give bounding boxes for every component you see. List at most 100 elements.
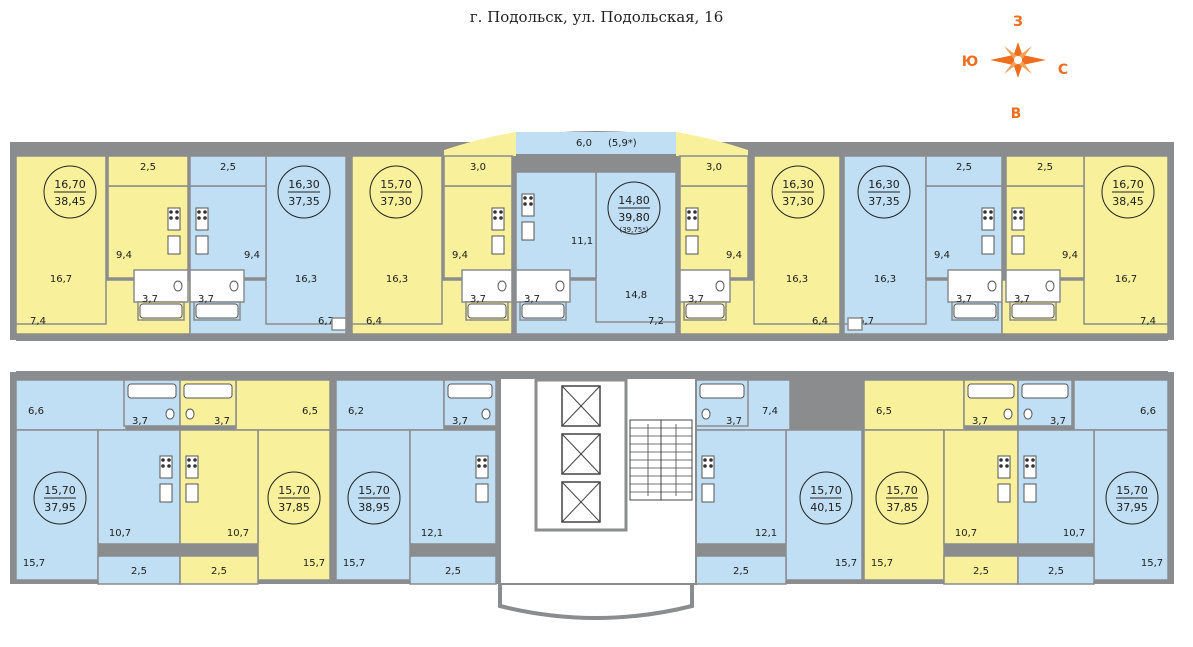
- balcony-area-label: 2,5: [131, 566, 147, 577]
- balcony: [679, 155, 749, 187]
- hall-area-label: 6,7: [858, 316, 874, 327]
- hallway: [1073, 379, 1169, 431]
- sink-icon: [195, 235, 209, 255]
- compass-north-label: З: [1013, 14, 1023, 30]
- bathroom-area-label: 3,7: [726, 416, 742, 427]
- bathtub-icon: [967, 383, 1015, 399]
- total-area-label: 37,85: [278, 501, 310, 514]
- apartment-area-card: 15,70 40,15: [799, 471, 853, 525]
- total-area-label: 38,45: [54, 195, 86, 208]
- kitchen-area-label: 10,7: [227, 528, 249, 539]
- sink-icon: [1011, 235, 1025, 255]
- balcony: [189, 155, 267, 187]
- bathroom-area-label: 3,7: [524, 294, 540, 305]
- balcony: [443, 155, 513, 187]
- total-area-label: 37,95: [1116, 501, 1148, 514]
- balcony-area-label: 2,5: [733, 566, 749, 577]
- total-area-note: (39,75*): [619, 226, 648, 234]
- compass-east-label: С: [1058, 62, 1068, 78]
- living-area-label: 14,80: [618, 194, 650, 207]
- room-area-label: 15,7: [343, 558, 365, 569]
- stove-icon: [1023, 455, 1037, 479]
- hallway: [235, 379, 331, 431]
- bathroom-area-label: 3,7: [1014, 294, 1030, 305]
- room-area-label: 16,3: [386, 274, 408, 285]
- elevator-icon-1: [561, 385, 601, 427]
- sink-icon: [185, 483, 199, 503]
- stove-icon: [159, 455, 173, 479]
- toilet-icon: [701, 408, 711, 420]
- utility-niche-1: [331, 317, 347, 331]
- living-room: [257, 429, 331, 581]
- sink-icon: [1023, 483, 1037, 503]
- center-balcony-area-label: 6,0: [576, 138, 592, 149]
- total-area-label: 37,30: [782, 195, 814, 208]
- living-area-label: 16,70: [1112, 178, 1144, 191]
- compass-rose-icon: [990, 42, 1046, 78]
- room-area-label: 14,8: [625, 290, 647, 301]
- bathtub-icon: [447, 383, 493, 399]
- balcony-area-label: 2,5: [1048, 566, 1064, 577]
- balcony: [1017, 555, 1095, 585]
- stove-icon: [521, 193, 535, 217]
- bathtub-icon: [195, 303, 239, 319]
- room-area-label: 16,3: [295, 274, 317, 285]
- bathtub-icon: [699, 383, 745, 399]
- toilet-icon: [1003, 408, 1013, 420]
- kitchen-area-label: 9,4: [1062, 250, 1078, 261]
- room-area-label: 15,7: [835, 558, 857, 569]
- balcony: [1005, 155, 1085, 187]
- toilet-icon: [555, 280, 565, 292]
- living-room: [753, 155, 841, 325]
- stove-icon: [685, 207, 699, 231]
- stove-icon: [701, 455, 715, 479]
- toilet-icon: [987, 280, 997, 292]
- bathroom-area-label: 3,7: [688, 294, 704, 305]
- living-room: [15, 429, 99, 581]
- toilet-icon: [497, 280, 507, 292]
- kitchen-area-label: 9,4: [934, 250, 950, 261]
- living-area-label: 16,30: [868, 178, 900, 191]
- room-area-label: 15,7: [23, 558, 45, 569]
- bathroom-area-label: 3,7: [452, 416, 468, 427]
- living-room: [1083, 155, 1169, 325]
- total-area-label: 40,15: [810, 501, 842, 514]
- room-area-label: 15,7: [1141, 558, 1163, 569]
- elevator-icon-3: [561, 481, 601, 523]
- sink-icon: [685, 235, 699, 255]
- toilet-icon: [1045, 280, 1055, 292]
- hall-area-label: 7,4: [30, 316, 46, 327]
- kitchen-area-label: 12,1: [755, 528, 777, 539]
- living-room: [1093, 429, 1169, 581]
- room-area-label: 15,7: [303, 558, 325, 569]
- stove-icon: [195, 207, 209, 231]
- balcony: [97, 555, 181, 585]
- hall-area-label: 6,6: [1140, 406, 1156, 417]
- toilet-icon: [185, 408, 195, 420]
- living-area-label: 15,70: [810, 484, 842, 497]
- sink-icon: [475, 483, 489, 503]
- compass-south-label: В: [1011, 106, 1022, 122]
- toilet-icon: [481, 408, 491, 420]
- toilet-icon: [229, 280, 239, 292]
- balcony: [107, 155, 189, 187]
- balcony-area-label: 2,5: [1037, 162, 1053, 173]
- living-room: [785, 429, 863, 581]
- total-area-label: 38,95: [358, 501, 390, 514]
- staircase-icon: [629, 419, 693, 501]
- total-area-label: 38,45: [1112, 195, 1144, 208]
- hall-area-label: 7,4: [762, 406, 778, 417]
